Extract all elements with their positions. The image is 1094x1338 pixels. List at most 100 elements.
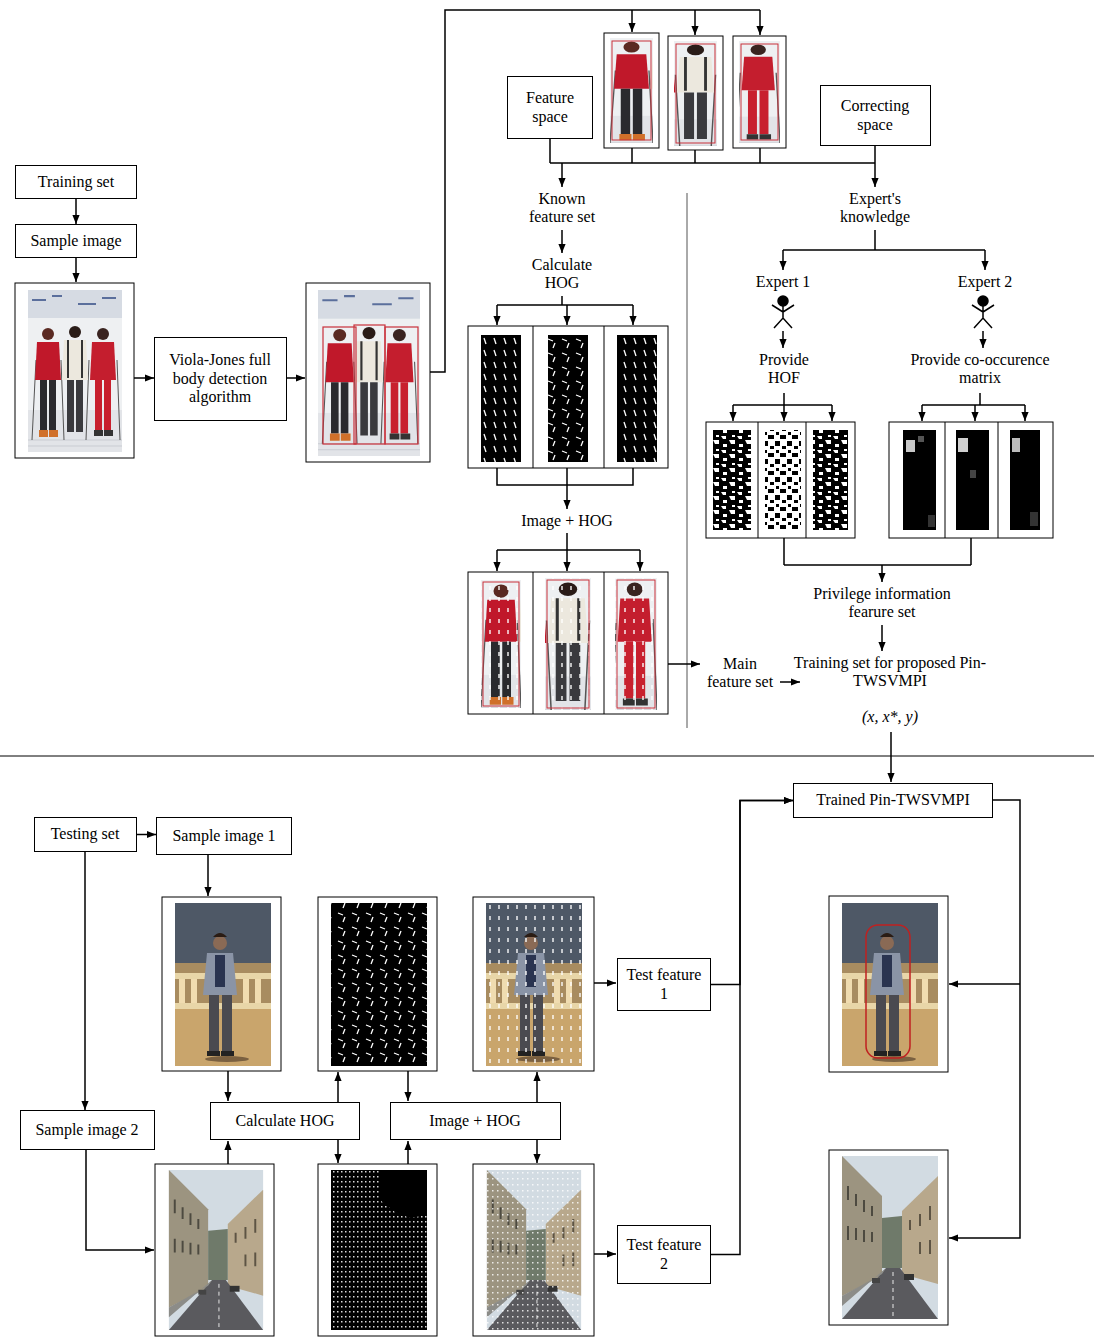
street-photo	[487, 1170, 581, 1330]
panel-divider	[758, 422, 806, 538]
hog-panel	[468, 326, 668, 468]
photo-frame	[318, 897, 437, 1071]
flow-arrow	[496, 550, 498, 571]
flow-arrow	[337, 1072, 339, 1102]
detection-box	[323, 327, 356, 444]
box-text: Feature space	[516, 89, 584, 126]
expert-figure	[972, 296, 994, 328]
flow-arrow	[782, 250, 784, 270]
flow-arrow	[732, 405, 734, 421]
hog-dark-region	[380, 1170, 427, 1218]
connector-arrow	[711, 801, 793, 1255]
flow-line	[922, 393, 1025, 405]
panel-divider	[533, 326, 604, 468]
flow-line	[497, 296, 633, 305]
photo-frame	[15, 283, 134, 458]
photo-frame	[155, 1164, 274, 1336]
flow-arrow	[949, 983, 1020, 985]
flow-arrow	[974, 405, 976, 421]
flow-arrow	[594, 982, 616, 984]
process-box: Testing set	[34, 817, 137, 852]
flow-arrow	[566, 305, 568, 325]
detection-box	[866, 925, 910, 1058]
flow-label: Expert 1	[743, 273, 823, 291]
flow-arrow	[780, 681, 800, 683]
hog-image	[548, 335, 588, 462]
hog-image	[331, 903, 427, 1066]
flow-arrow	[782, 331, 784, 348]
flow-arrow	[881, 625, 883, 651]
skier-photo	[318, 290, 420, 456]
matrix-cell	[958, 438, 968, 452]
flow-arrow	[536, 1140, 538, 1163]
flow-arrow	[668, 663, 700, 665]
flow-arrow	[207, 855, 209, 896]
process-box: Test feature 2	[617, 1225, 711, 1284]
box-text: Testing set	[51, 825, 120, 843]
process-box: Training set	[15, 165, 137, 199]
process-box: Sample image 1	[156, 817, 292, 855]
hog-image	[331, 1170, 427, 1330]
flow-arrow	[831, 405, 833, 421]
process-box: Sample image	[15, 224, 137, 258]
flow-arrow	[86, 1150, 154, 1250]
connector-arrow	[75, 199, 77, 224]
flow-label: Known feature set	[522, 190, 602, 227]
street-photo	[169, 1170, 263, 1330]
detection-boxes	[483, 580, 655, 708]
process-box: Viola-Jones full body detection algorith…	[154, 337, 287, 421]
process-box: Calculate HOG	[210, 1102, 360, 1140]
process-box: Correcting space	[820, 85, 931, 146]
hog-image	[617, 335, 657, 462]
detection-box	[676, 44, 715, 143]
panel-divider	[945, 422, 998, 538]
flow-arrow	[949, 800, 1020, 1238]
flow-arrow	[632, 305, 634, 325]
expert-body	[972, 305, 994, 328]
flow-arrow	[561, 163, 563, 187]
detection-box	[483, 582, 519, 706]
result-frame	[829, 1150, 948, 1325]
box-text: Test feature 2	[626, 1236, 702, 1273]
expert-head	[778, 296, 788, 306]
hof-image	[813, 430, 848, 530]
hog-overlay	[615, 578, 657, 710]
crop-image	[476, 542, 594, 721]
flow-arrow	[227, 1141, 229, 1164]
test-photo	[486, 903, 582, 1066]
cooccurrence-panel	[889, 422, 1053, 538]
divider-line	[0, 756, 1094, 757]
flow-arrow	[594, 1253, 616, 1255]
result-photo	[842, 903, 938, 1066]
flow-arrow	[874, 163, 876, 187]
box-text: Sample image 2	[35, 1121, 138, 1139]
matrix-cell	[970, 470, 976, 478]
photo-frame	[473, 1164, 594, 1336]
flow-label: Calculate HOG	[517, 256, 607, 293]
hog-overlay	[545, 578, 591, 710]
panel-divider	[533, 572, 604, 714]
crop-image	[662, 11, 782, 153]
connector-arrow	[711, 801, 793, 985]
flow-arrow	[881, 565, 883, 582]
hof-panel	[706, 422, 855, 538]
flow-line	[430, 10, 760, 372]
photo-frame	[162, 897, 281, 1071]
crop-image	[536, 539, 659, 723]
flow-arrow	[407, 1071, 409, 1101]
flow-arrow	[286, 377, 305, 379]
crop-image	[476, 542, 594, 721]
result-frame	[829, 896, 948, 1072]
expert-figure	[772, 296, 794, 328]
flow-arrow	[536, 1072, 538, 1102]
process-box: Image + HOG	[390, 1102, 561, 1140]
expert-head	[978, 296, 988, 306]
flow-line	[497, 533, 640, 550]
box-text: Trained Pin-TWSVMPI	[816, 791, 970, 809]
flow-line	[497, 468, 633, 485]
photo-frame	[306, 283, 430, 462]
crop-image	[662, 11, 782, 153]
hog-overlay	[481, 580, 521, 708]
hog-image	[481, 335, 521, 462]
matrix-cell	[1030, 512, 1038, 526]
